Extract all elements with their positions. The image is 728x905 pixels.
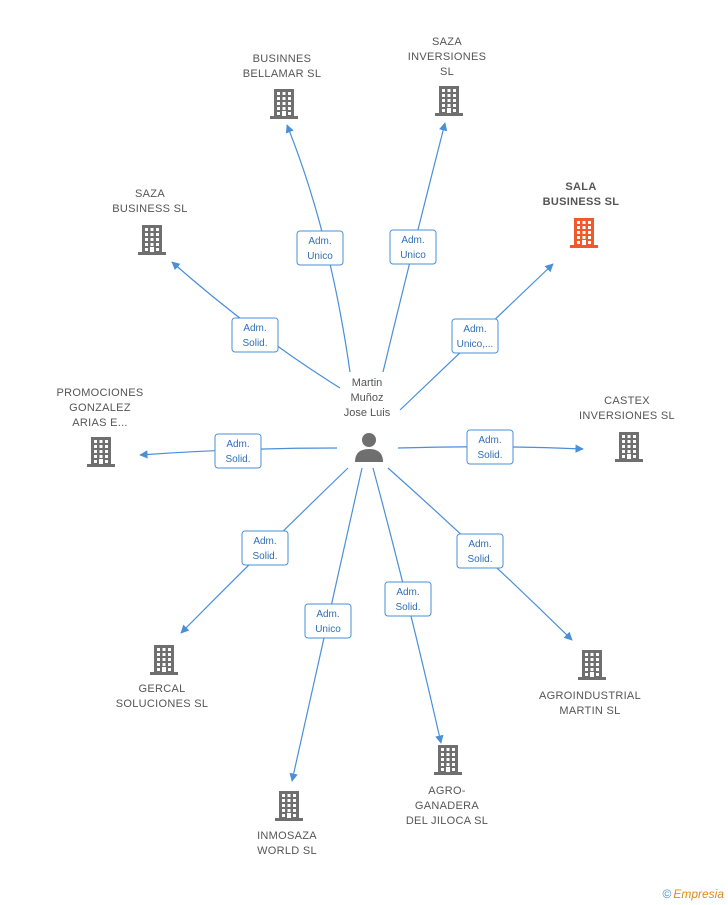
company-name-line: MARTIN SL	[559, 705, 620, 717]
relation-badge-sala[interactable]: Adm. Unico,...	[451, 318, 499, 354]
relation-text: Solid.	[252, 551, 277, 562]
company-name-line: GANADERA	[415, 800, 479, 812]
company-node-inmosaza[interactable]: INMOSAZA WORLD SL	[257, 791, 317, 857]
company-name-line: BELLAMAR SL	[243, 68, 322, 80]
relation-text: Adm.	[401, 235, 424, 246]
building-icon	[615, 432, 643, 462]
relation-text: Solid.	[467, 554, 492, 565]
person-name-line: Muñoz	[350, 392, 383, 404]
relation-text: Solid.	[395, 602, 420, 613]
relation-text: Adm.	[463, 324, 486, 335]
company-name-line: SL	[440, 66, 454, 78]
relation-text: Adm.	[478, 435, 501, 446]
company-node-saza-inv[interactable]: SAZA INVERSIONES SL	[408, 36, 487, 116]
relation-badge-businnes[interactable]: Adm. Unico	[296, 230, 344, 266]
relation-badge-inmosaza[interactable]: Adm. Unico	[304, 603, 352, 639]
relation-text: Adm.	[253, 536, 276, 547]
relation-text: Solid.	[242, 338, 267, 349]
building-icon	[578, 650, 606, 680]
company-name-line: SOLUCIONES SL	[116, 698, 209, 710]
relation-badge-agroganadera[interactable]: Adm. Solid.	[384, 581, 432, 617]
company-name-line: CASTEX	[604, 395, 650, 407]
relation-badge-saza-inv[interactable]: Adm. Unico	[389, 229, 437, 265]
company-name-line: SAZA	[432, 36, 462, 48]
relation-badge-saza-bus[interactable]: Adm. Solid.	[231, 317, 279, 353]
relation-text: Adm.	[308, 236, 331, 247]
company-node-castex[interactable]: CASTEX INVERSIONES SL	[579, 395, 675, 462]
relation-text: Unico,...	[457, 339, 494, 350]
relation-text: Unico	[307, 251, 333, 262]
relation-text: Adm.	[243, 323, 266, 334]
building-icon	[435, 86, 463, 116]
relation-text: Adm.	[226, 439, 249, 450]
building-icon	[275, 791, 303, 821]
company-node-sala[interactable]: SALA BUSINESS SL	[543, 181, 620, 248]
company-name-line: SAZA	[135, 188, 165, 200]
company-name-line: INVERSIONES SL	[579, 410, 675, 422]
company-name-line: BUSINESS SL	[112, 203, 187, 215]
relation-text: Unico	[400, 250, 426, 261]
company-node-agroindustrial[interactable]: AGROINDUSTRIAL MARTIN SL	[539, 650, 641, 717]
company-name-line: DEL JILOCA SL	[406, 815, 488, 827]
building-icon	[87, 437, 115, 467]
company-name-line: INMOSAZA	[257, 830, 317, 842]
relation-text: Adm.	[468, 539, 491, 550]
company-name-line: BUSINNES	[253, 53, 312, 65]
company-name-line: WORLD SL	[257, 845, 317, 857]
relation-badge-agroindustrial[interactable]: Adm. Solid.	[456, 533, 504, 569]
person-icon	[355, 433, 383, 462]
relation-text: Adm.	[396, 587, 419, 598]
company-node-agroganadera[interactable]: AGRO- GANADERA DEL JILOCA SL	[406, 745, 488, 827]
company-name-line: BUSINESS SL	[543, 196, 620, 208]
company-name-line: GONZALEZ	[69, 402, 131, 414]
company-node-saza-bus[interactable]: SAZA BUSINESS SL	[112, 188, 187, 255]
relation-badge-castex[interactable]: Adm. Solid.	[466, 429, 514, 465]
company-node-businnes[interactable]: BUSINNES BELLAMAR SL	[243, 53, 322, 119]
brand-footer[interactable]: ©Empresia	[662, 887, 724, 901]
relation-text: Solid.	[225, 454, 250, 465]
person-name-line: Jose Luis	[344, 407, 391, 419]
building-icon	[150, 645, 178, 675]
building-icon	[270, 89, 298, 119]
company-name-line: INVERSIONES	[408, 51, 487, 63]
brand-name: Empresia	[673, 887, 724, 901]
relation-text: Unico	[315, 624, 341, 635]
company-name-line: GERCAL	[138, 683, 185, 695]
relation-text: Solid.	[477, 450, 502, 461]
copyright-icon: ©	[662, 887, 672, 901]
company-name-line: ARIAS E...	[72, 417, 128, 429]
relation-badge-promociones[interactable]: Adm. Solid.	[214, 433, 262, 469]
relation-badge-gercal[interactable]: Adm. Solid.	[241, 530, 289, 566]
person-name-line: Martin	[352, 377, 383, 389]
company-name-line: AGROINDUSTRIAL	[539, 690, 641, 702]
building-icon	[138, 225, 166, 255]
company-name-line: AGRO-	[428, 785, 466, 797]
company-name-line: SALA	[565, 181, 596, 193]
building-icon	[434, 745, 462, 775]
building-icon	[570, 218, 598, 248]
company-node-promociones[interactable]: PROMOCIONES GONZALEZ ARIAS E...	[56, 387, 143, 467]
company-name-line: PROMOCIONES	[56, 387, 143, 399]
company-node-gercal[interactable]: GERCAL SOLUCIONES SL	[116, 645, 209, 710]
relation-text: Adm.	[316, 609, 339, 620]
